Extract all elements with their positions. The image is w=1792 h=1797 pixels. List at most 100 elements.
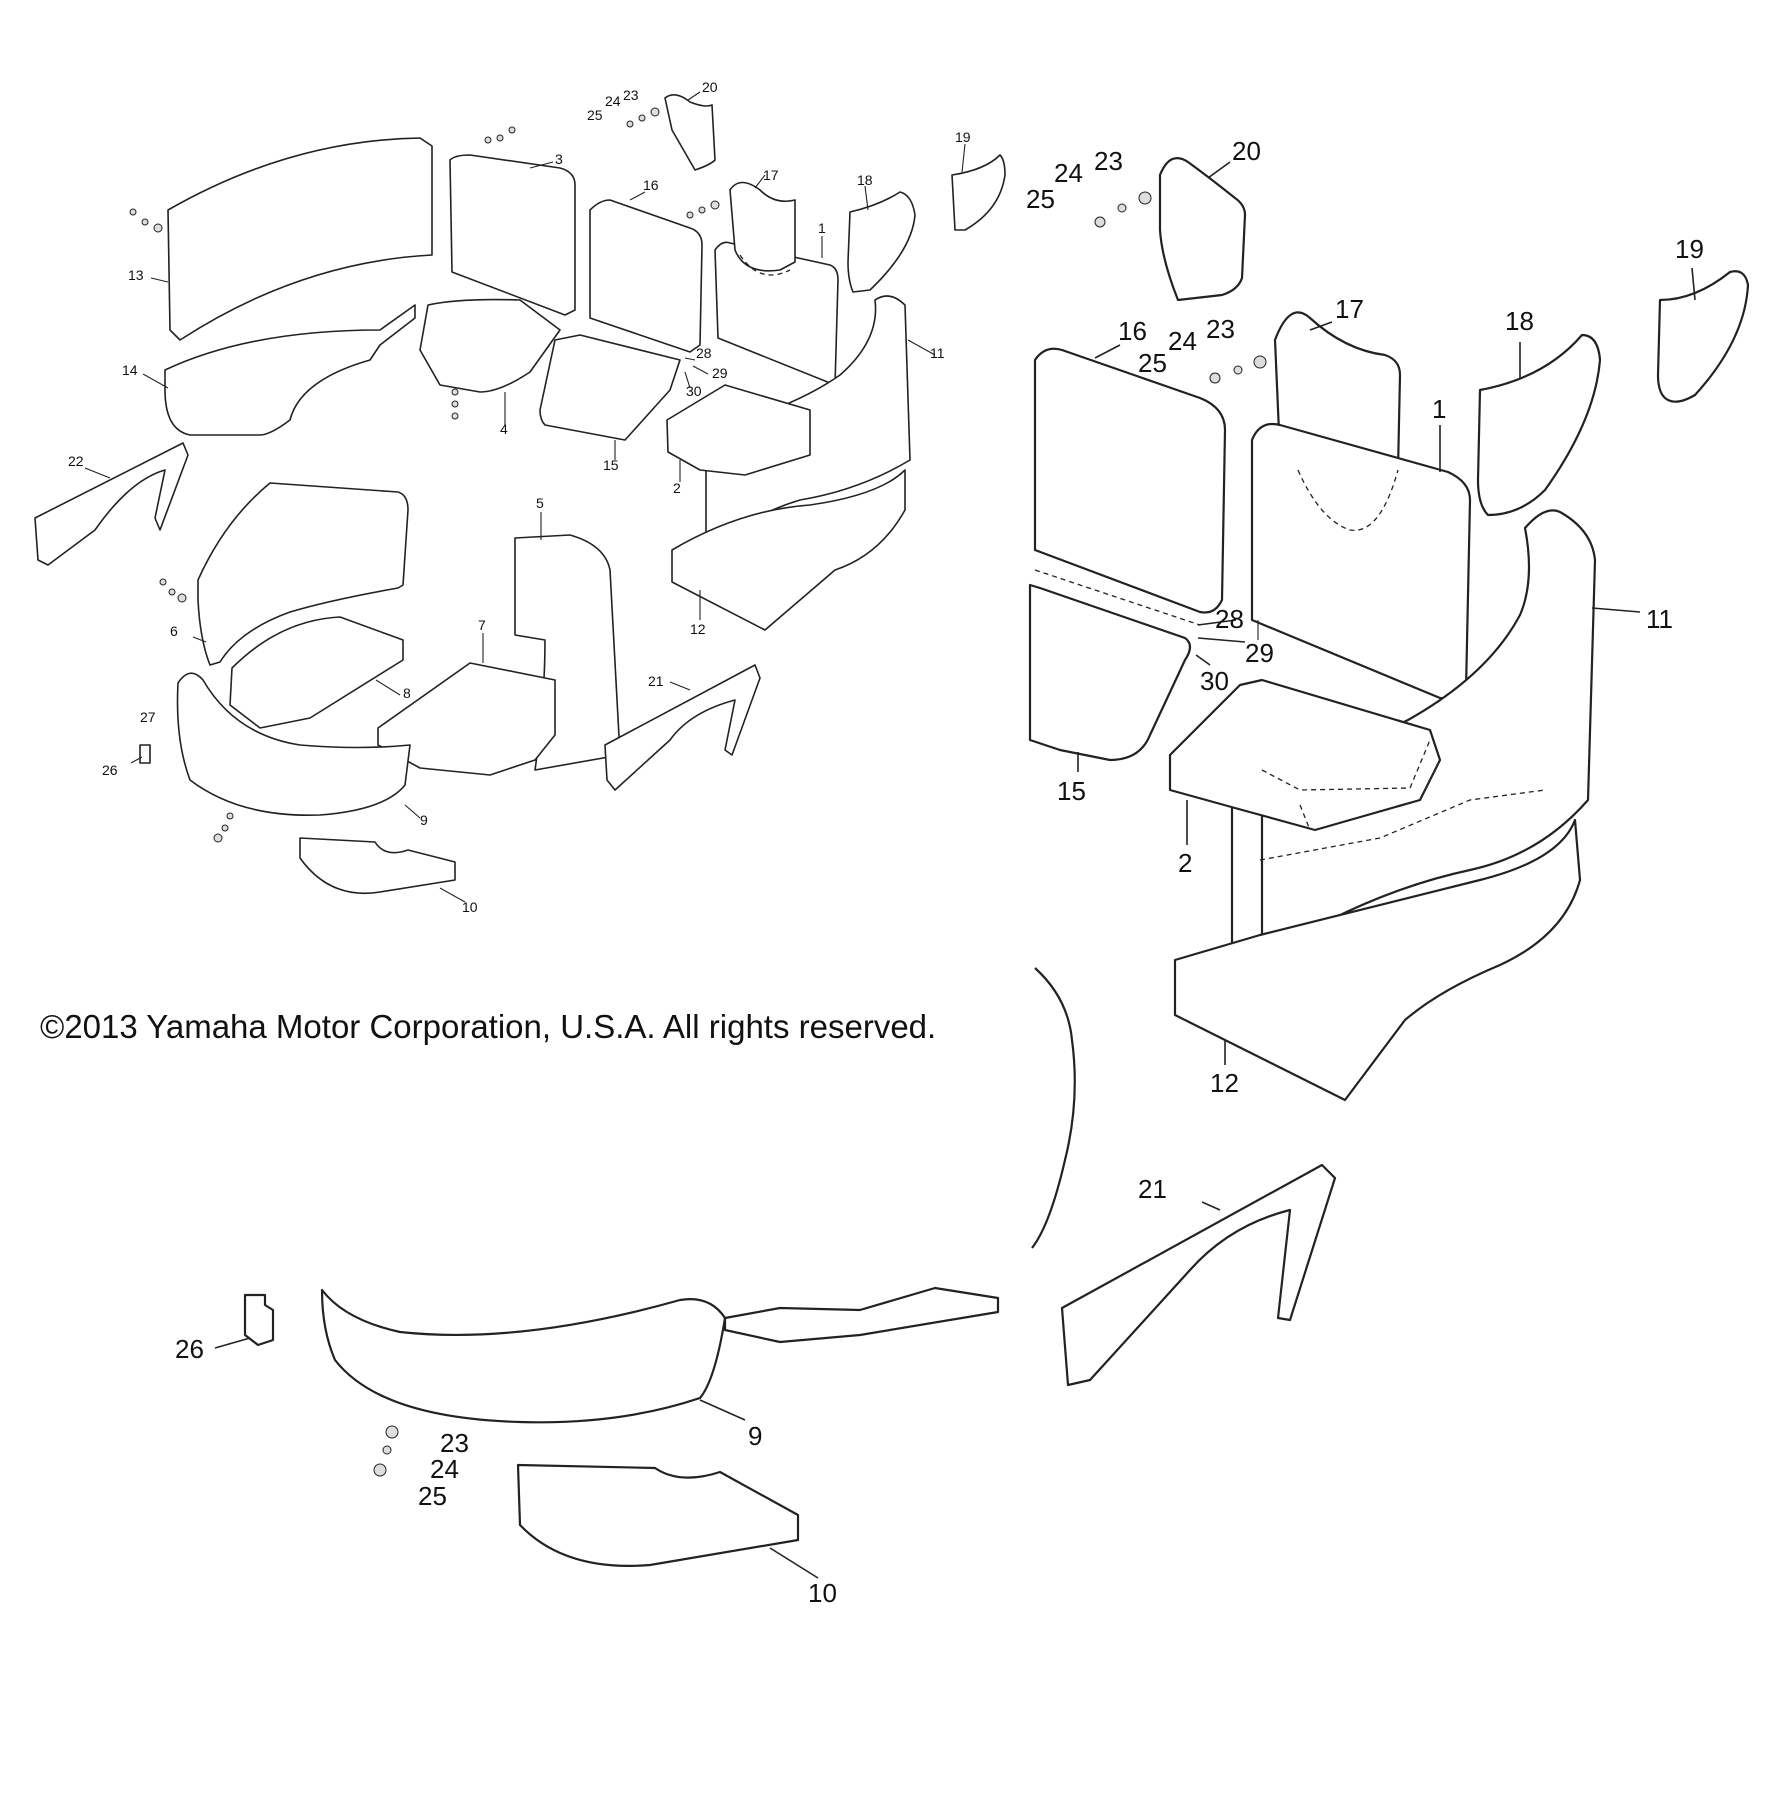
overview-callout-11: 11 [930,345,945,361]
detail-callout-21: 21 [1138,1174,1167,1204]
part-10-step [299,837,456,894]
part-16-cushion [589,199,703,353]
detail-callout-26: 26 [175,1334,204,1364]
detail-callout-30: 30 [1200,666,1229,696]
overview-callout-25: 25 [587,107,603,123]
overview-callout-3: 3 [555,151,563,167]
part-18-shell [847,191,916,293]
detail-callout-10: 10 [808,1578,837,1608]
overview-callout-9: 9 [420,812,428,828]
detail-leaders [214,161,1696,1579]
part-12-base [671,469,906,631]
detail-callout-25c: 25 [418,1481,447,1511]
overview-callout-8: 8 [403,685,411,701]
part-2-seat [666,384,811,476]
overview-callout-14: 14 [122,362,138,378]
detail-callout-16: 16 [1118,316,1147,346]
overview-callout-12: 12 [690,621,706,637]
overview-callout-13: 13 [128,267,144,283]
overview-callout-16: 16 [643,177,659,193]
part-20-shell [664,94,716,171]
overview-callout-10: 10 [462,899,478,915]
detail-part-2-seat [1168,678,1442,832]
overview-callout-15: 15 [603,457,619,473]
part-19-shell [951,154,1006,231]
detail-callout-25: 25 [1026,184,1055,214]
detail-callout-2: 2 [1178,848,1192,878]
detail-callout-19: 19 [1675,234,1704,264]
overview-callout-2: 2 [673,480,681,496]
part-22-trim [34,442,189,566]
part-9-front [176,672,411,817]
overview-callout-7: 7 [478,617,486,633]
detail-part-19-shell [1656,270,1750,403]
detail-callout-9: 9 [748,1421,762,1451]
part-8-seat [229,616,404,729]
copyright-notice: ©2013 Yamaha Motor Corporation, U.S.A. A… [40,1008,937,1045]
detail-callout-23c: 23 [440,1428,469,1458]
detail-part-10-step [516,1463,800,1567]
overview-callout-26: 26 [102,762,118,778]
detail-callout-28: 28 [1215,604,1244,634]
overview-callout-28: 28 [696,345,712,361]
detail-part-9-front [320,1288,727,1424]
part-21-trim [604,664,761,791]
overview-callout-29: 29 [712,365,728,381]
overview-leaders [84,91,966,903]
overview-callout-24: 24 [605,93,621,109]
overview-callout-18: 18 [857,172,873,188]
detail-part-16-cushion [1033,347,1227,614]
overview-callout-30: 30 [686,383,702,399]
part-4-seat [419,298,561,393]
detail-callout-24b: 24 [1168,326,1197,356]
detail-diagram: 1 2 9 10 11 12 15 16 17 18 19 20 21 23 2… [175,136,1750,1608]
detail-callout-29: 29 [1245,638,1274,668]
overview-callout-6: 6 [170,623,178,639]
detail-part-5-panel-partial [1031,967,1076,1249]
overview-callout-1: 1 [818,220,826,236]
detail-part-26-bracket [243,1293,275,1347]
detail-hardware [373,191,1267,1477]
detail-part-20-shell [1158,157,1247,302]
overview-hardware [129,107,720,843]
overview-callout-21: 21 [648,673,664,689]
detail-part-12-base [1173,818,1582,1102]
overview-callouts: 1 2 3 4 5 6 7 8 9 10 11 12 13 14 15 16 1… [68,79,971,915]
detail-callout-1: 1 [1432,394,1446,424]
part-15-cushion [539,334,681,441]
overview-callout-4: 4 [500,421,508,437]
part-14-cushion [164,304,416,436]
detail-callout-15: 15 [1057,776,1086,806]
detail-part-21-trim [1060,1163,1337,1387]
detail-callout-23: 23 [1094,146,1123,176]
overview-diagram: 1 2 3 4 5 6 7 8 9 10 11 12 13 14 15 16 1… [34,79,1006,915]
detail-callout-24c: 24 [430,1454,459,1484]
part-6-backrest [197,482,409,666]
overview-callout-27: 27 [140,709,156,725]
overview-callout-19: 19 [955,129,971,145]
detail-part-18-shell [1476,333,1602,517]
overview-callout-22: 22 [68,453,84,469]
detail-callout-24: 24 [1054,158,1083,188]
part-13-backrest [167,137,433,341]
detail-callouts: 1 2 9 10 11 12 15 16 17 18 19 20 21 23 2… [175,136,1704,1608]
part-5-panel [514,534,621,771]
part-3-cushion [449,154,576,316]
detail-part-1-cushion [1250,422,1472,700]
detail-callout-25b: 25 [1138,348,1167,378]
detail-part-15-cushion [1028,583,1192,762]
overview-callout-20: 20 [702,79,718,95]
detail-callout-20: 20 [1232,136,1261,166]
detail-callout-18: 18 [1505,306,1534,336]
part-26-bracket [139,744,151,764]
part-1-cushion [714,241,839,386]
overview-callout-5: 5 [536,495,544,511]
detail-callout-17: 17 [1335,294,1364,324]
overview-callout-17: 17 [763,167,779,183]
part-17-shell [729,181,796,272]
detail-callout-23b: 23 [1206,314,1235,344]
overview-callout-23: 23 [623,87,639,103]
detail-callout-12: 12 [1210,1068,1239,1098]
